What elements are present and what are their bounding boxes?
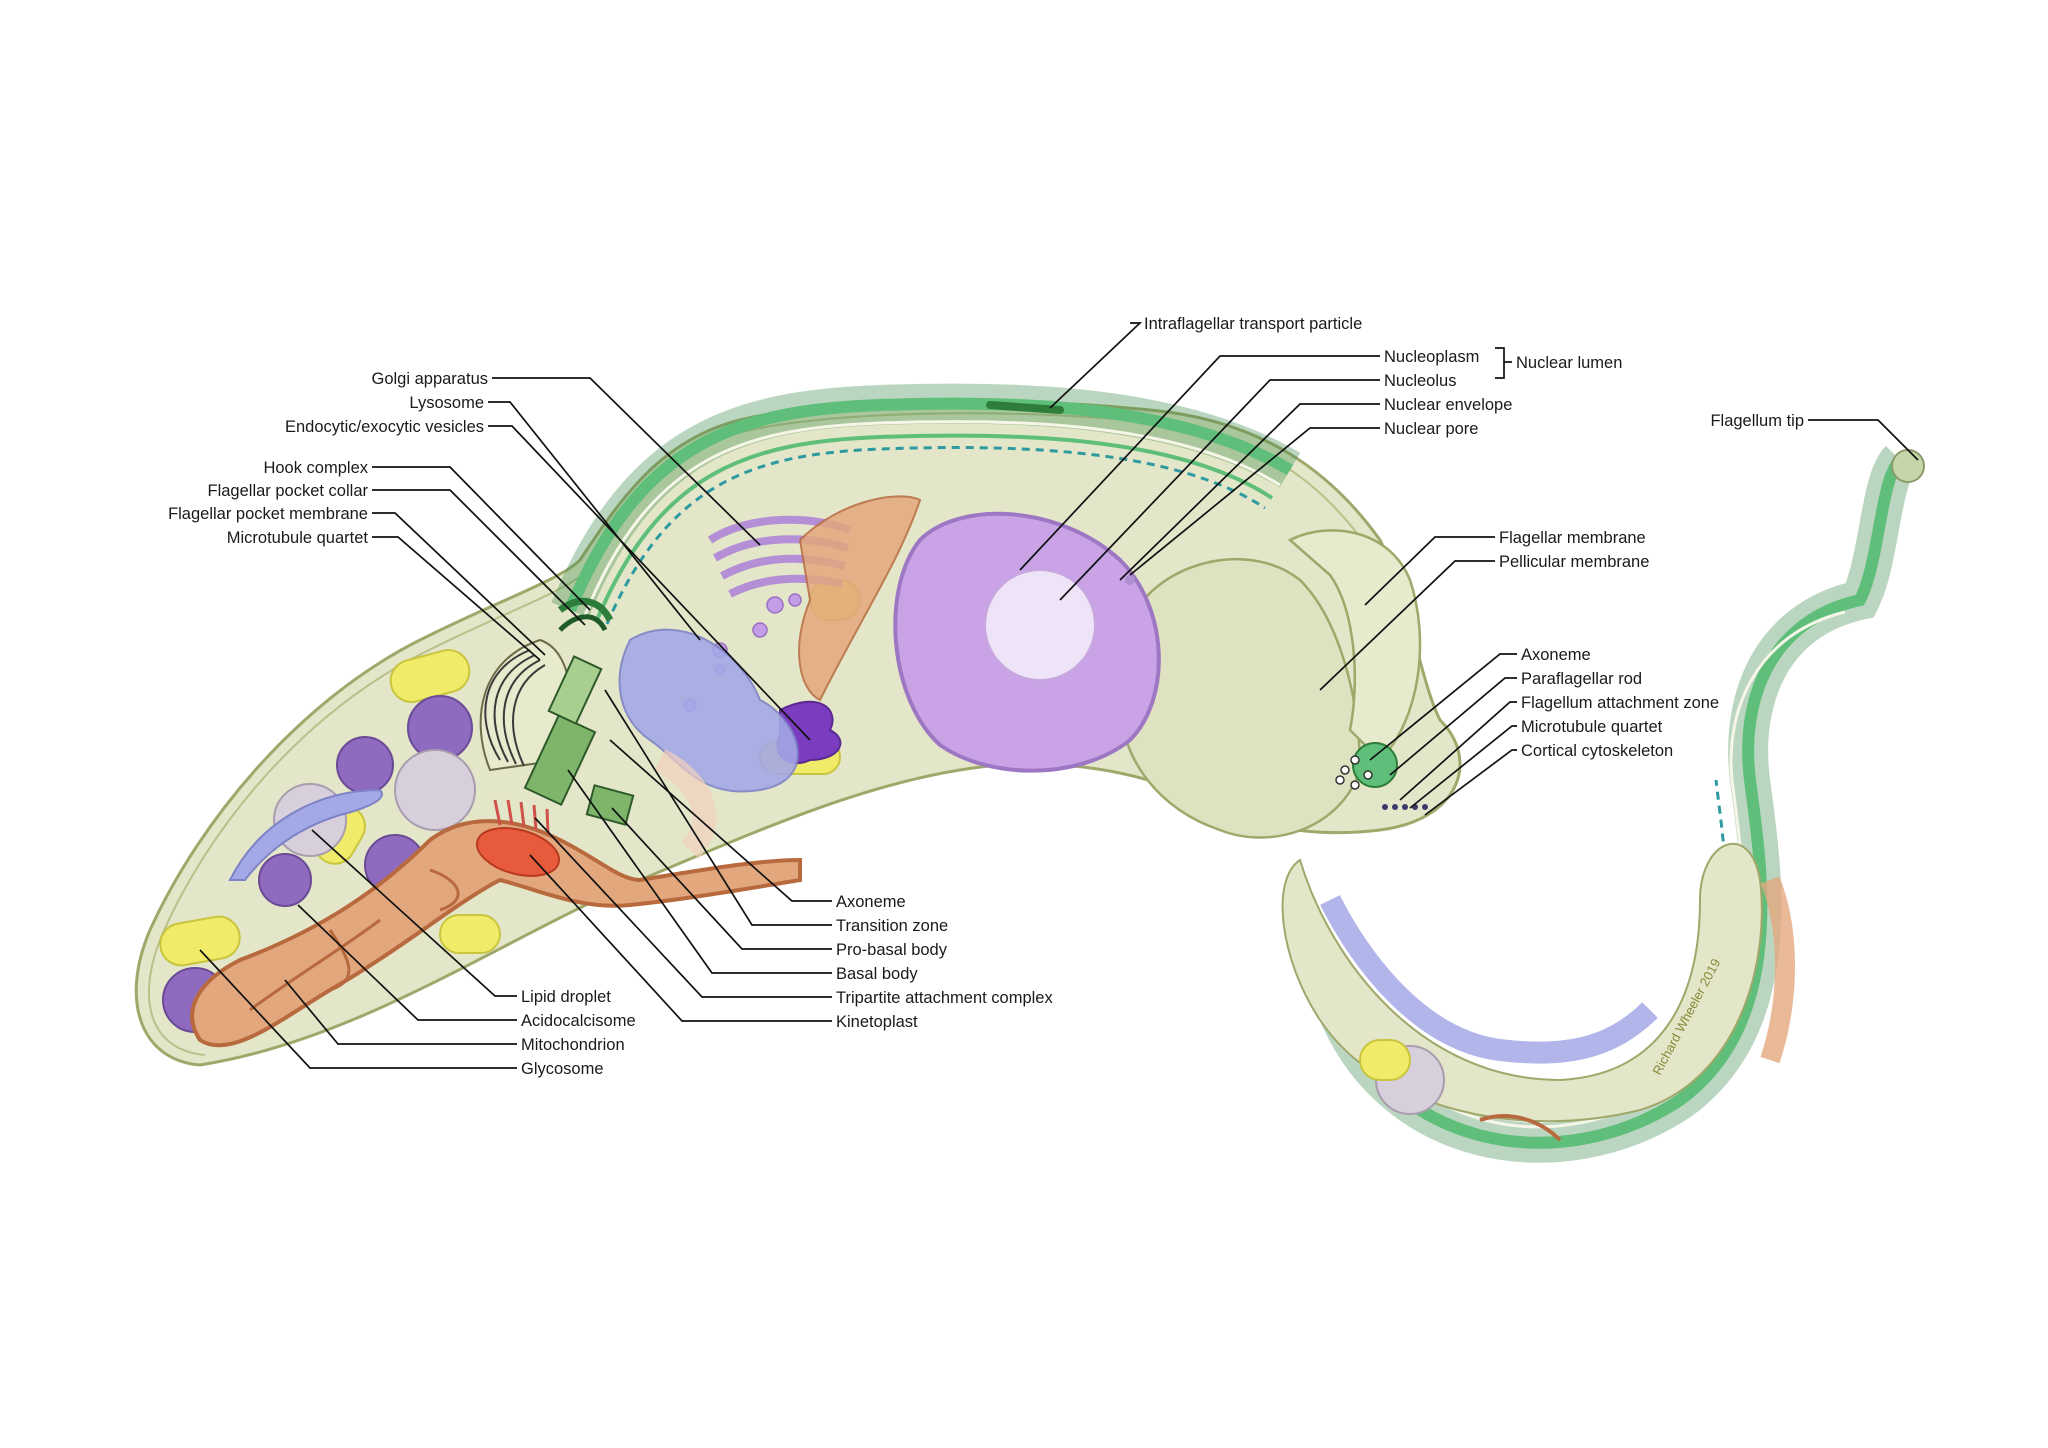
label-axoneme-mid: Axoneme	[836, 893, 906, 911]
acidocalcisome	[336, 736, 394, 794]
label-ift: Intraflagellar transport particle	[1144, 315, 1362, 333]
glycosome	[439, 914, 501, 954]
label-flagellar-membrane: Flagellar membrane	[1499, 529, 1646, 547]
label-mtq-left: Microtubule quartet	[227, 529, 369, 547]
label-pro-basal-body: Pro-basal body	[836, 941, 948, 959]
nucleolus	[984, 569, 1096, 681]
endocytic-er	[618, 628, 799, 793]
leader-lines	[199, 322, 1919, 1069]
label-vesicles: Endocytic/exocytic vesicles	[285, 418, 484, 436]
label-transition-zone: Transition zone	[836, 917, 948, 935]
label-nuclear-pore: Nuclear pore	[1384, 420, 1478, 438]
label-nucleolus: Nucleolus	[1384, 372, 1456, 390]
mitochondrion-band	[798, 495, 922, 702]
label-lysosome: Lysosome	[409, 394, 484, 412]
tac-fibers	[493, 799, 550, 835]
fp-collar	[558, 614, 608, 632]
label-pellicular-membrane: Pellicular membrane	[1499, 553, 1649, 571]
flagellum-body-section	[551, 383, 1301, 625]
label-golgi: Golgi apparatus	[372, 370, 489, 388]
label-kinetoplast: Kinetoplast	[836, 1013, 918, 1031]
label-fp-collar: Flagellar pocket collar	[208, 482, 369, 500]
label-tac: Tripartite attachment complex	[836, 989, 1053, 1007]
label-pfr: Paraflagellar rod	[1521, 670, 1642, 688]
pro-basal-body	[585, 784, 635, 826]
label-mitochondrion: Mitochondrion	[521, 1036, 625, 1054]
label-lipid-droplet: Lipid droplet	[521, 988, 611, 1006]
flagellum-loop	[1281, 445, 1925, 1163]
label-nuclear-envelope: Nuclear envelope	[1384, 396, 1512, 414]
label-fp-membrane: Flagellar pocket membrane	[168, 505, 368, 523]
cross-section	[1335, 742, 1428, 810]
flagellum-tip-bulb	[1891, 449, 1925, 483]
label-glycosome: Glycosome	[521, 1060, 604, 1078]
label-hook-complex: Hook complex	[263, 459, 368, 477]
acidocalcisome	[258, 853, 312, 907]
label-nucleoplasm: Nucleoplasm	[1384, 348, 1479, 366]
label-acidocalcisome: Acidocalcisome	[521, 1012, 636, 1030]
label-faz: Flagellum attachment zone	[1521, 694, 1719, 712]
label-axoneme-right: Axoneme	[1521, 646, 1591, 664]
nucleus	[893, 511, 1161, 773]
label-basal-body: Basal body	[836, 965, 918, 983]
flagellar-cylinder	[1118, 529, 1422, 839]
label-cortical: Cortical cytoskeleton	[1521, 742, 1673, 760]
label-nuclear-lumen: Nuclear lumen	[1516, 354, 1622, 372]
labels: Golgi apparatus Lysosome Endocytic/exocy…	[168, 315, 1804, 1078]
ift-particle	[986, 401, 1064, 414]
lipid-droplet	[394, 749, 476, 831]
label-mtq-right: Microtubule quartet	[1521, 718, 1663, 736]
transition-zone	[547, 655, 603, 725]
label-flagellum-tip: Flagellum tip	[1710, 412, 1804, 430]
glycosome	[159, 915, 241, 967]
